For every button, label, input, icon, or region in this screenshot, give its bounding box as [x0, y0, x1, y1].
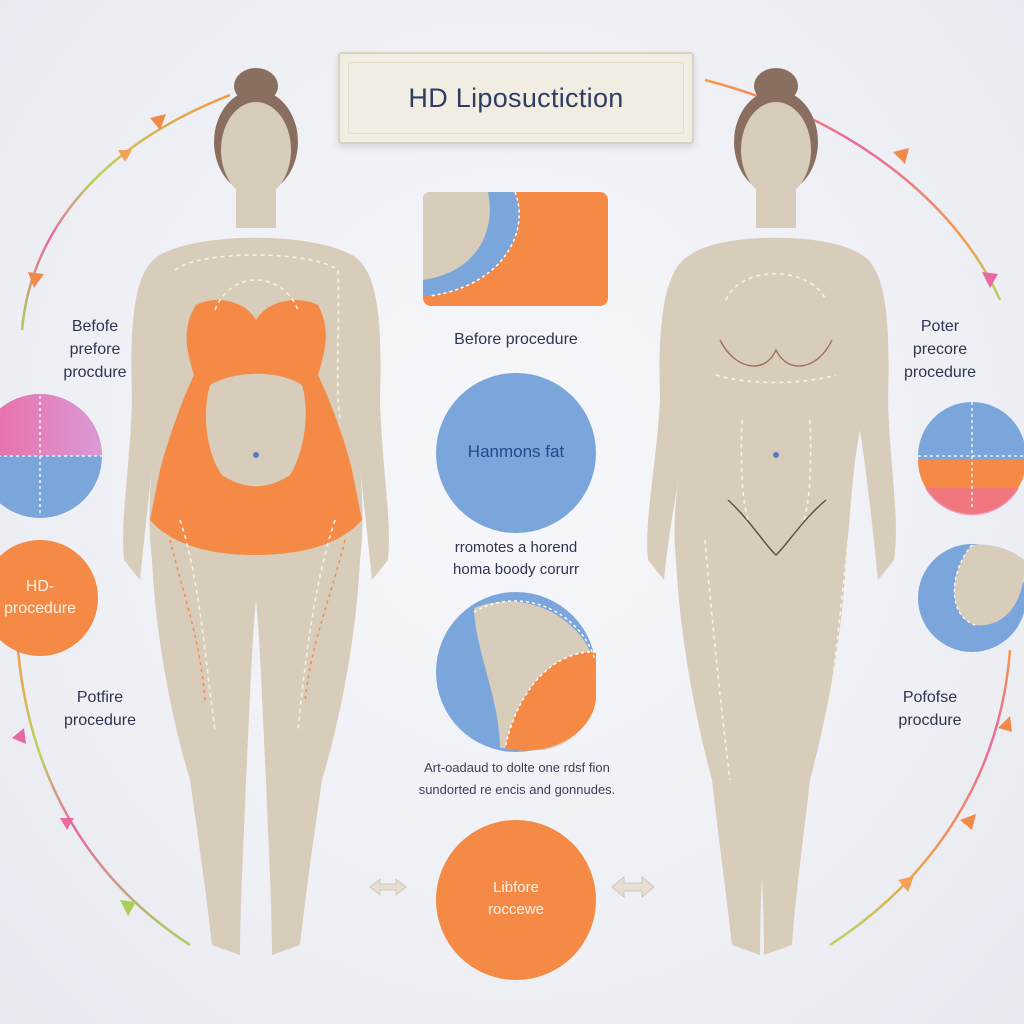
arrow-down-icon — [893, 148, 909, 164]
left-label-hd-procedure: HD- procedure — [3, 578, 77, 617]
arrow-up-icon — [150, 114, 166, 130]
arrow-down-icon — [120, 900, 136, 916]
arrow-up-icon — [960, 814, 976, 830]
left-label-before: Befofe prefore procdure — [63, 318, 127, 381]
bottom-circle-label: Libfore roccewe — [488, 879, 544, 918]
left-split-circle — [0, 394, 102, 518]
arrow-down-icon — [28, 272, 44, 288]
double-arrow-icon — [611, 875, 655, 899]
harmonious-fat-circle — [436, 373, 596, 533]
arrow-down-icon — [982, 272, 998, 288]
right-label-before: Poter precore procedure — [903, 318, 977, 381]
arrow-up-icon — [118, 150, 132, 162]
arrow-up-icon — [998, 716, 1012, 732]
before-procedure-card — [423, 191, 608, 306]
right-label-after: Pofofse procdure — [898, 689, 962, 729]
right-split-circle — [918, 402, 1024, 516]
promotes-label: rromotes a horend homa boody corurr — [453, 539, 579, 578]
before-procedure-label: Before procedure — [454, 331, 578, 348]
after-figure — [647, 68, 896, 955]
harmonious-fat-label: Hanmons fat — [467, 442, 565, 461]
page-title: HD Liposuctiction — [408, 82, 624, 113]
double-arrow-icon — [369, 877, 407, 897]
contour-circle — [436, 592, 597, 752]
arrow-up-icon — [12, 728, 26, 744]
right-cycle-arc-lower — [829, 649, 1012, 947]
arrow-down-icon — [60, 818, 74, 830]
left-hd-procedure-circle — [0, 540, 98, 656]
left-cycle-arc — [20, 93, 231, 331]
left-label-after: Potfire procedure — [63, 689, 137, 729]
right-contour-circle — [918, 544, 1024, 652]
arrow-up-icon — [898, 876, 914, 892]
procedure-note: Art-oadaud to dolte one rdsf fion sundor… — [418, 760, 616, 797]
bottom-procedure-circle — [436, 820, 596, 980]
before-figure — [123, 68, 389, 955]
title-card: HD Liposuctiction — [338, 52, 694, 144]
